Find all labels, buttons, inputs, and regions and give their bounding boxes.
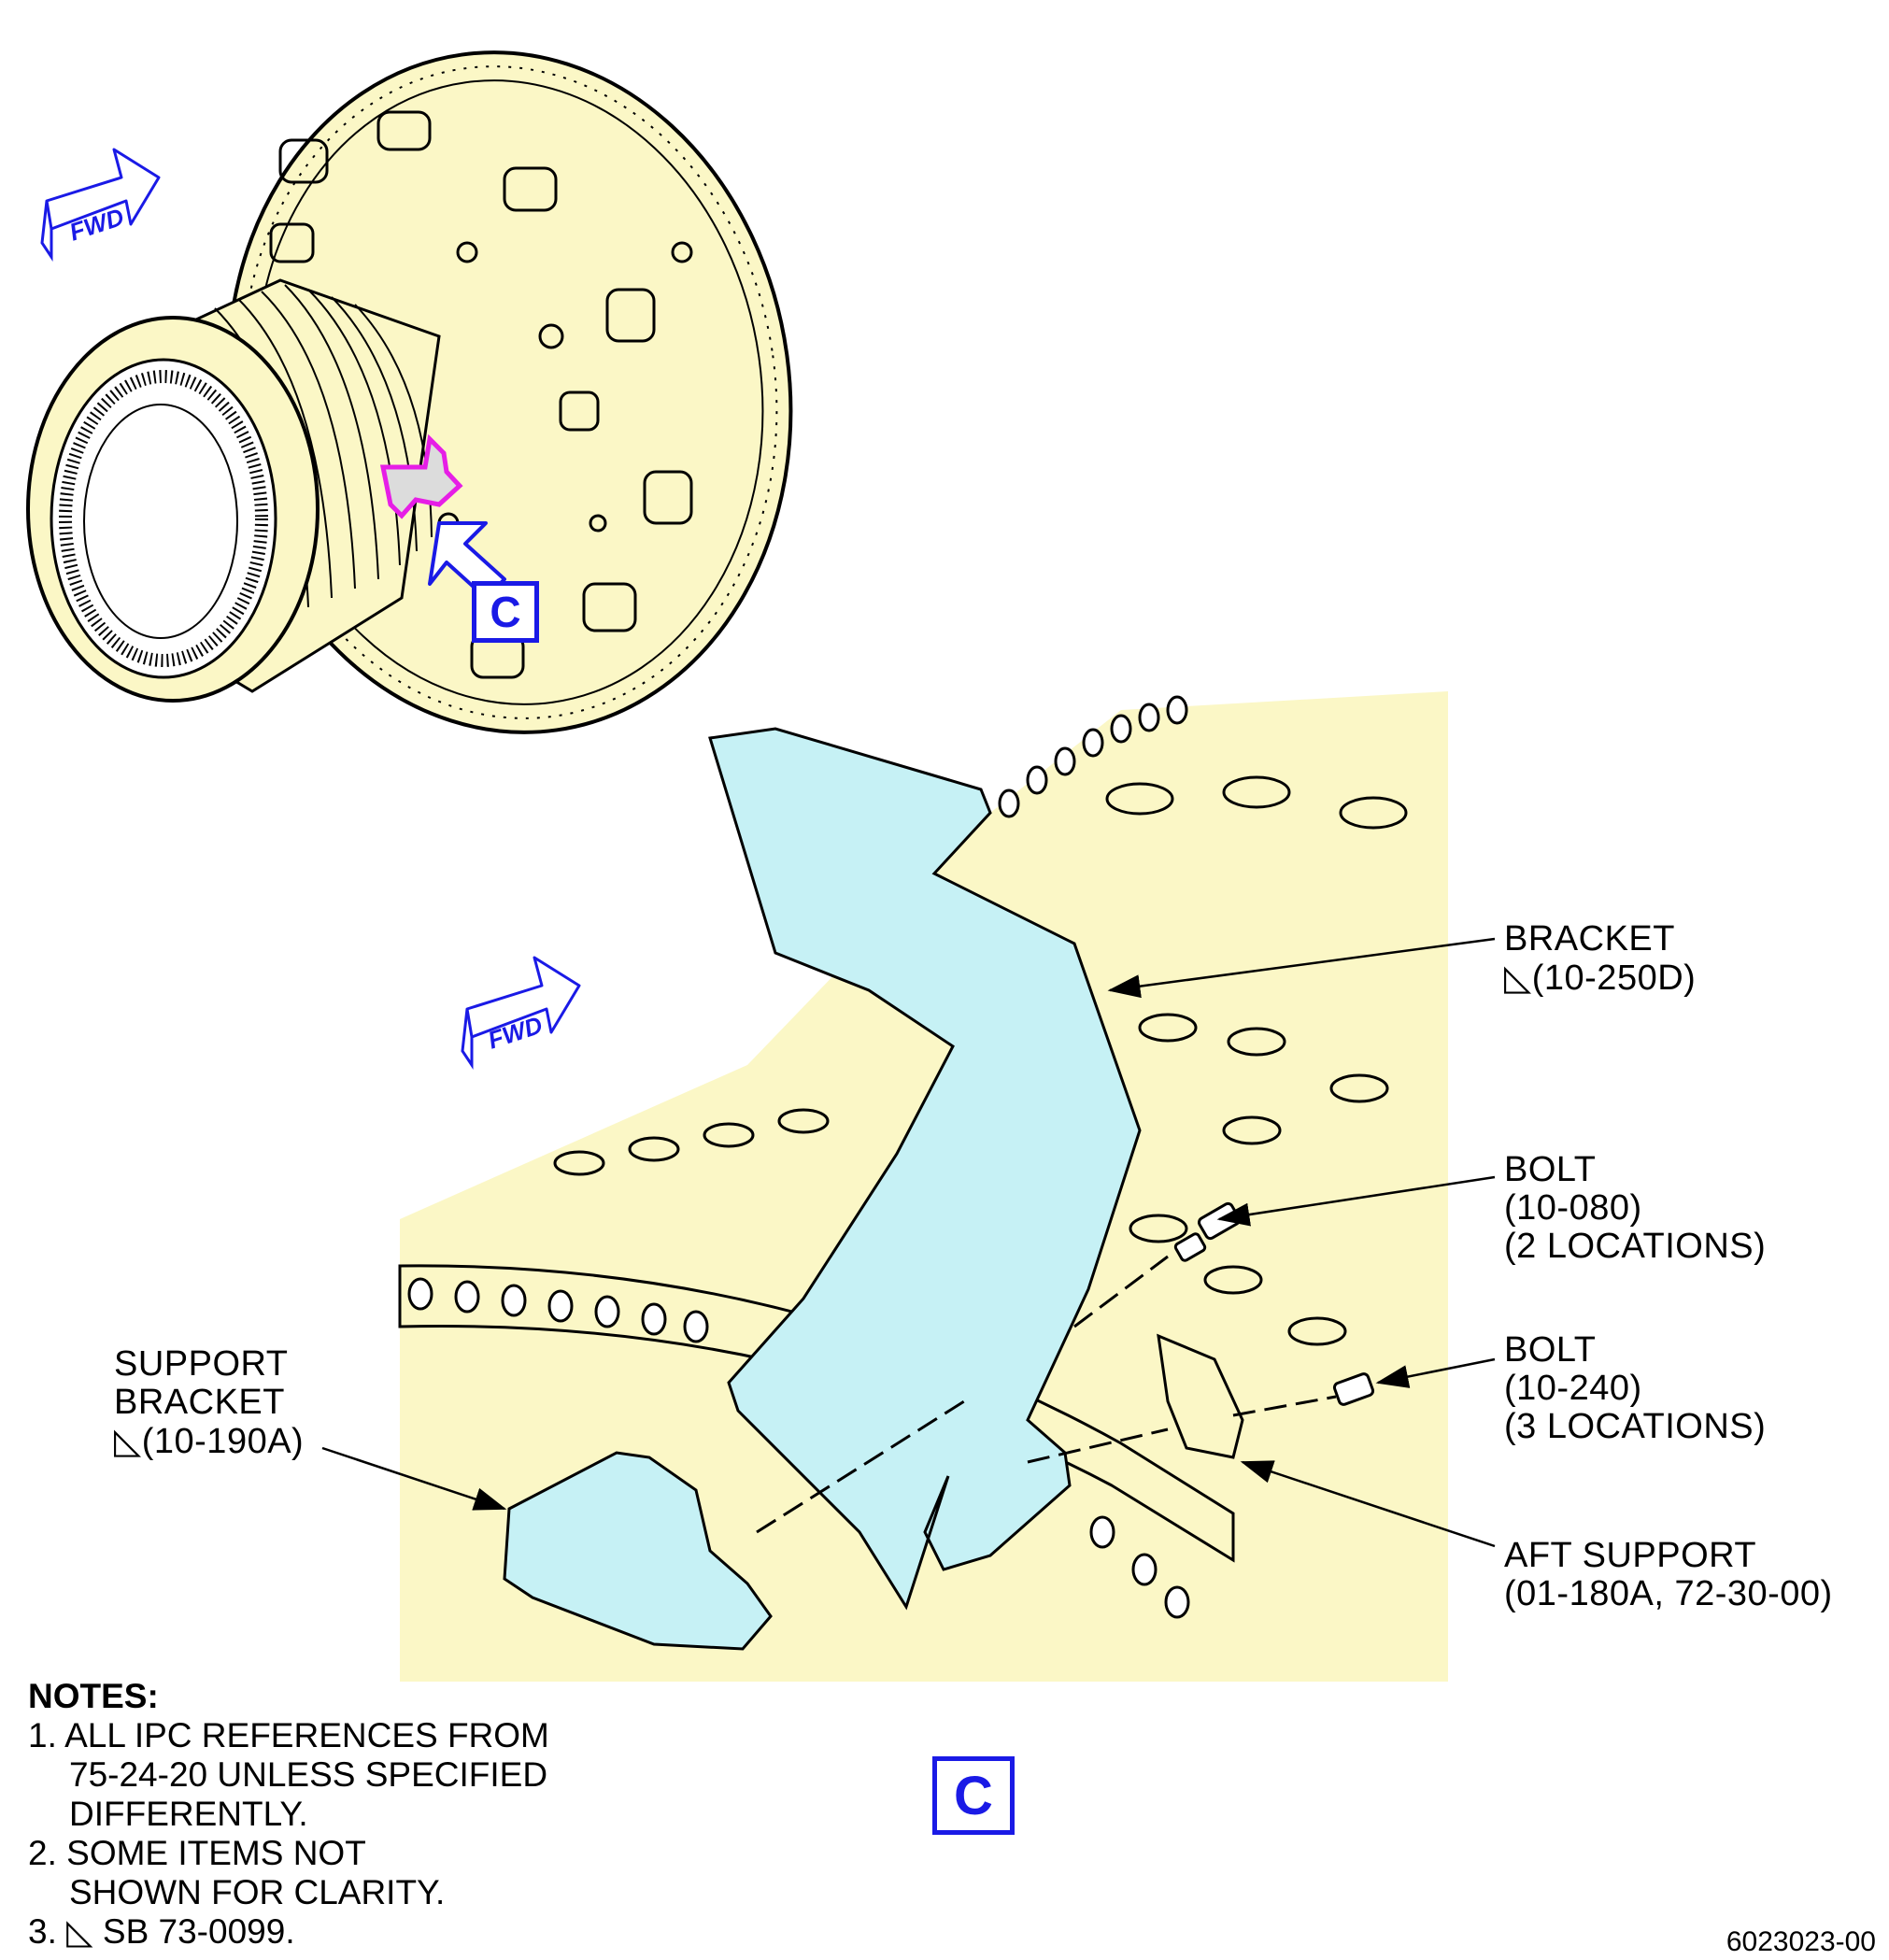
engine-front-bore	[83, 404, 238, 639]
sb-flag-icon: ◺	[1504, 957, 1532, 998]
callout-bracket-ref: (10-250D)	[1531, 959, 1697, 998]
note-2-line-1: 2. SOME ITEMS NOT	[28, 1834, 366, 1872]
callout-support-bracket-ref-line: ◺(10-190A)	[114, 1422, 304, 1461]
callout-bracket-name: BRACKET	[1504, 919, 1675, 959]
engine-flange-bolt-ring	[240, 65, 778, 719]
callout-bolt-080: BOLT (10-080) (2 LOCATIONS)	[1504, 1151, 1766, 1266]
view-c-marker-top: C	[472, 581, 539, 643]
install-lines	[756, 1255, 1337, 1534]
callout-support-bracket-line1: SUPPORT	[114, 1344, 289, 1384]
bolt-10-240-glyph	[1332, 1372, 1375, 1406]
callout-bolt-080-qty: (2 LOCATIONS)	[1504, 1227, 1767, 1266]
note-1-line-3: DIFFERENTLY.	[69, 1795, 308, 1833]
note-3: 3. ◺ SB 73-0099.	[28, 1912, 549, 1952]
leader-support-bracket	[321, 1446, 507, 1511]
callout-support-bracket: SUPPORT BRACKET ◺(10-190A)	[114, 1345, 304, 1461]
upper-ring-holes	[998, 695, 1188, 818]
aft-support-shape	[1157, 1333, 1244, 1459]
engine-front-vanes	[59, 370, 268, 667]
support-bracket-shape	[503, 1451, 773, 1651]
callout-bolt-080-name: BOLT	[1504, 1150, 1597, 1189]
engine-bosses	[553, 775, 1408, 1346]
sb-flag-icon: ◺	[66, 1911, 93, 1952]
callout-bolt-240-ref: (10-240)	[1504, 1369, 1642, 1408]
detail-view-c: FWD	[398, 691, 1448, 1682]
note-1-line-2: 75-24-20 UNLESS SPECIFIED	[69, 1755, 548, 1794]
leader-bracket	[1107, 937, 1496, 999]
ring-holes	[407, 1277, 1190, 1619]
engine-overview: FWD	[26, 50, 793, 734]
fwd-arrow-top	[40, 148, 161, 262]
callout-aft-support: AFT SUPPORT (01-180A, 72-30-00)	[1504, 1537, 1833, 1613]
notes-heading: NOTES:	[28, 1677, 159, 1715]
leader-aft-support	[1240, 1460, 1496, 1548]
callout-bolt-240: BOLT (10-240) (3 LOCATIONS)	[1504, 1331, 1766, 1446]
leader-bolt-240	[1375, 1357, 1496, 1388]
fwd-arrow-detail	[461, 956, 581, 1070]
callout-bracket: BRACKET ◺(10-250D)	[1504, 920, 1696, 998]
notes-block: NOTES: 1. ALL IPC REFERENCES FROM 75-24-…	[28, 1677, 549, 1952]
note-3-number: 3.	[28, 1912, 57, 1951]
callout-aft-support-name: AFT SUPPORT	[1504, 1536, 1757, 1575]
leader-lines	[321, 937, 1496, 1548]
figure-id: 6023023-00	[1726, 1926, 1876, 1957]
note-2-line-2: SHOWN FOR CLARITY.	[69, 1873, 446, 1911]
callout-bolt-240-qty: (3 LOCATIONS)	[1504, 1407, 1767, 1446]
leader-bolt-080	[1216, 1175, 1496, 1227]
note-1-line-1: 1. ALL IPC REFERENCES FROM	[28, 1716, 549, 1754]
callout-aft-support-ref: (01-180A, 72-30-00)	[1504, 1574, 1833, 1613]
sb-flag-icon: ◺	[114, 1420, 142, 1461]
bracket-shape	[708, 727, 1142, 1611]
view-c-marker-detail: C	[932, 1756, 1015, 1835]
callout-bolt-080-ref: (10-080)	[1504, 1188, 1642, 1228]
callout-bracket-ref-line: ◺(10-250D)	[1504, 959, 1696, 998]
note-3-text: SB 73-0099.	[102, 1912, 295, 1951]
callout-bolt-240-name: BOLT	[1504, 1330, 1597, 1370]
callout-support-bracket-ref: (10-190A)	[141, 1422, 305, 1461]
callout-support-bracket-line2: BRACKET	[114, 1383, 285, 1422]
bracket-location-highlight	[379, 433, 463, 519]
